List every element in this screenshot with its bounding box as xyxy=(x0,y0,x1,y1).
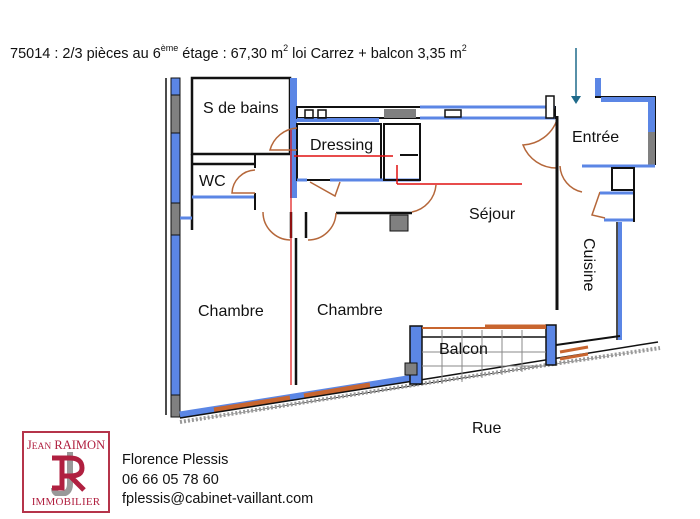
contact-name: Florence Plessis xyxy=(122,452,229,468)
agency-logo: JEAN RAIMON IMMOBILIER xyxy=(22,431,110,513)
square-sup: 2 xyxy=(283,43,289,53)
room-label-dressing: Dressing xyxy=(310,137,374,154)
contact-email[interactable]: fplessis@cabinet-vaillant.com xyxy=(122,491,314,507)
plan-title: 75014 : 2/3 pièces au 6ème étage : 67,30… xyxy=(10,43,467,62)
jr-monogram-icon xyxy=(51,452,86,496)
square-sup-2: 2 xyxy=(461,43,467,53)
room-label-cuisine: Cuisine xyxy=(580,238,597,292)
room-label-salle-de-bains: S de bains xyxy=(203,100,279,117)
logo-subtitle: IMMOBILIER xyxy=(31,496,101,508)
street-label: Rue xyxy=(472,420,502,437)
logo-name: JEAN RAIMON xyxy=(24,438,108,453)
logo-initial: J xyxy=(26,438,32,452)
contact-phone[interactable]: 06 66 05 78 60 xyxy=(122,471,219,488)
title-area: étage : 67,30 m xyxy=(178,45,284,62)
room-label-chambre-2: Chambre xyxy=(317,302,383,319)
room-label-balcon: Balcon xyxy=(439,341,488,358)
room-label-sejour: Séjour xyxy=(469,206,516,223)
floor-suffix: ème xyxy=(160,43,179,53)
room-label-entree: Entrée xyxy=(572,129,620,146)
title-prefix: 75014 : 2/3 pièces au 6 xyxy=(10,45,161,62)
logo-last-name: RAIMON xyxy=(54,438,106,452)
title-balcony: loi Carrez + balcon 3,35 m xyxy=(288,45,462,62)
room-label-wc: WC xyxy=(199,173,226,190)
logo-first-rest: EAN xyxy=(31,442,52,452)
contact-block: Florence Plessis 06 66 05 78 60 fplessis… xyxy=(122,451,313,510)
room-label-chambre-1: Chambre xyxy=(198,303,264,320)
